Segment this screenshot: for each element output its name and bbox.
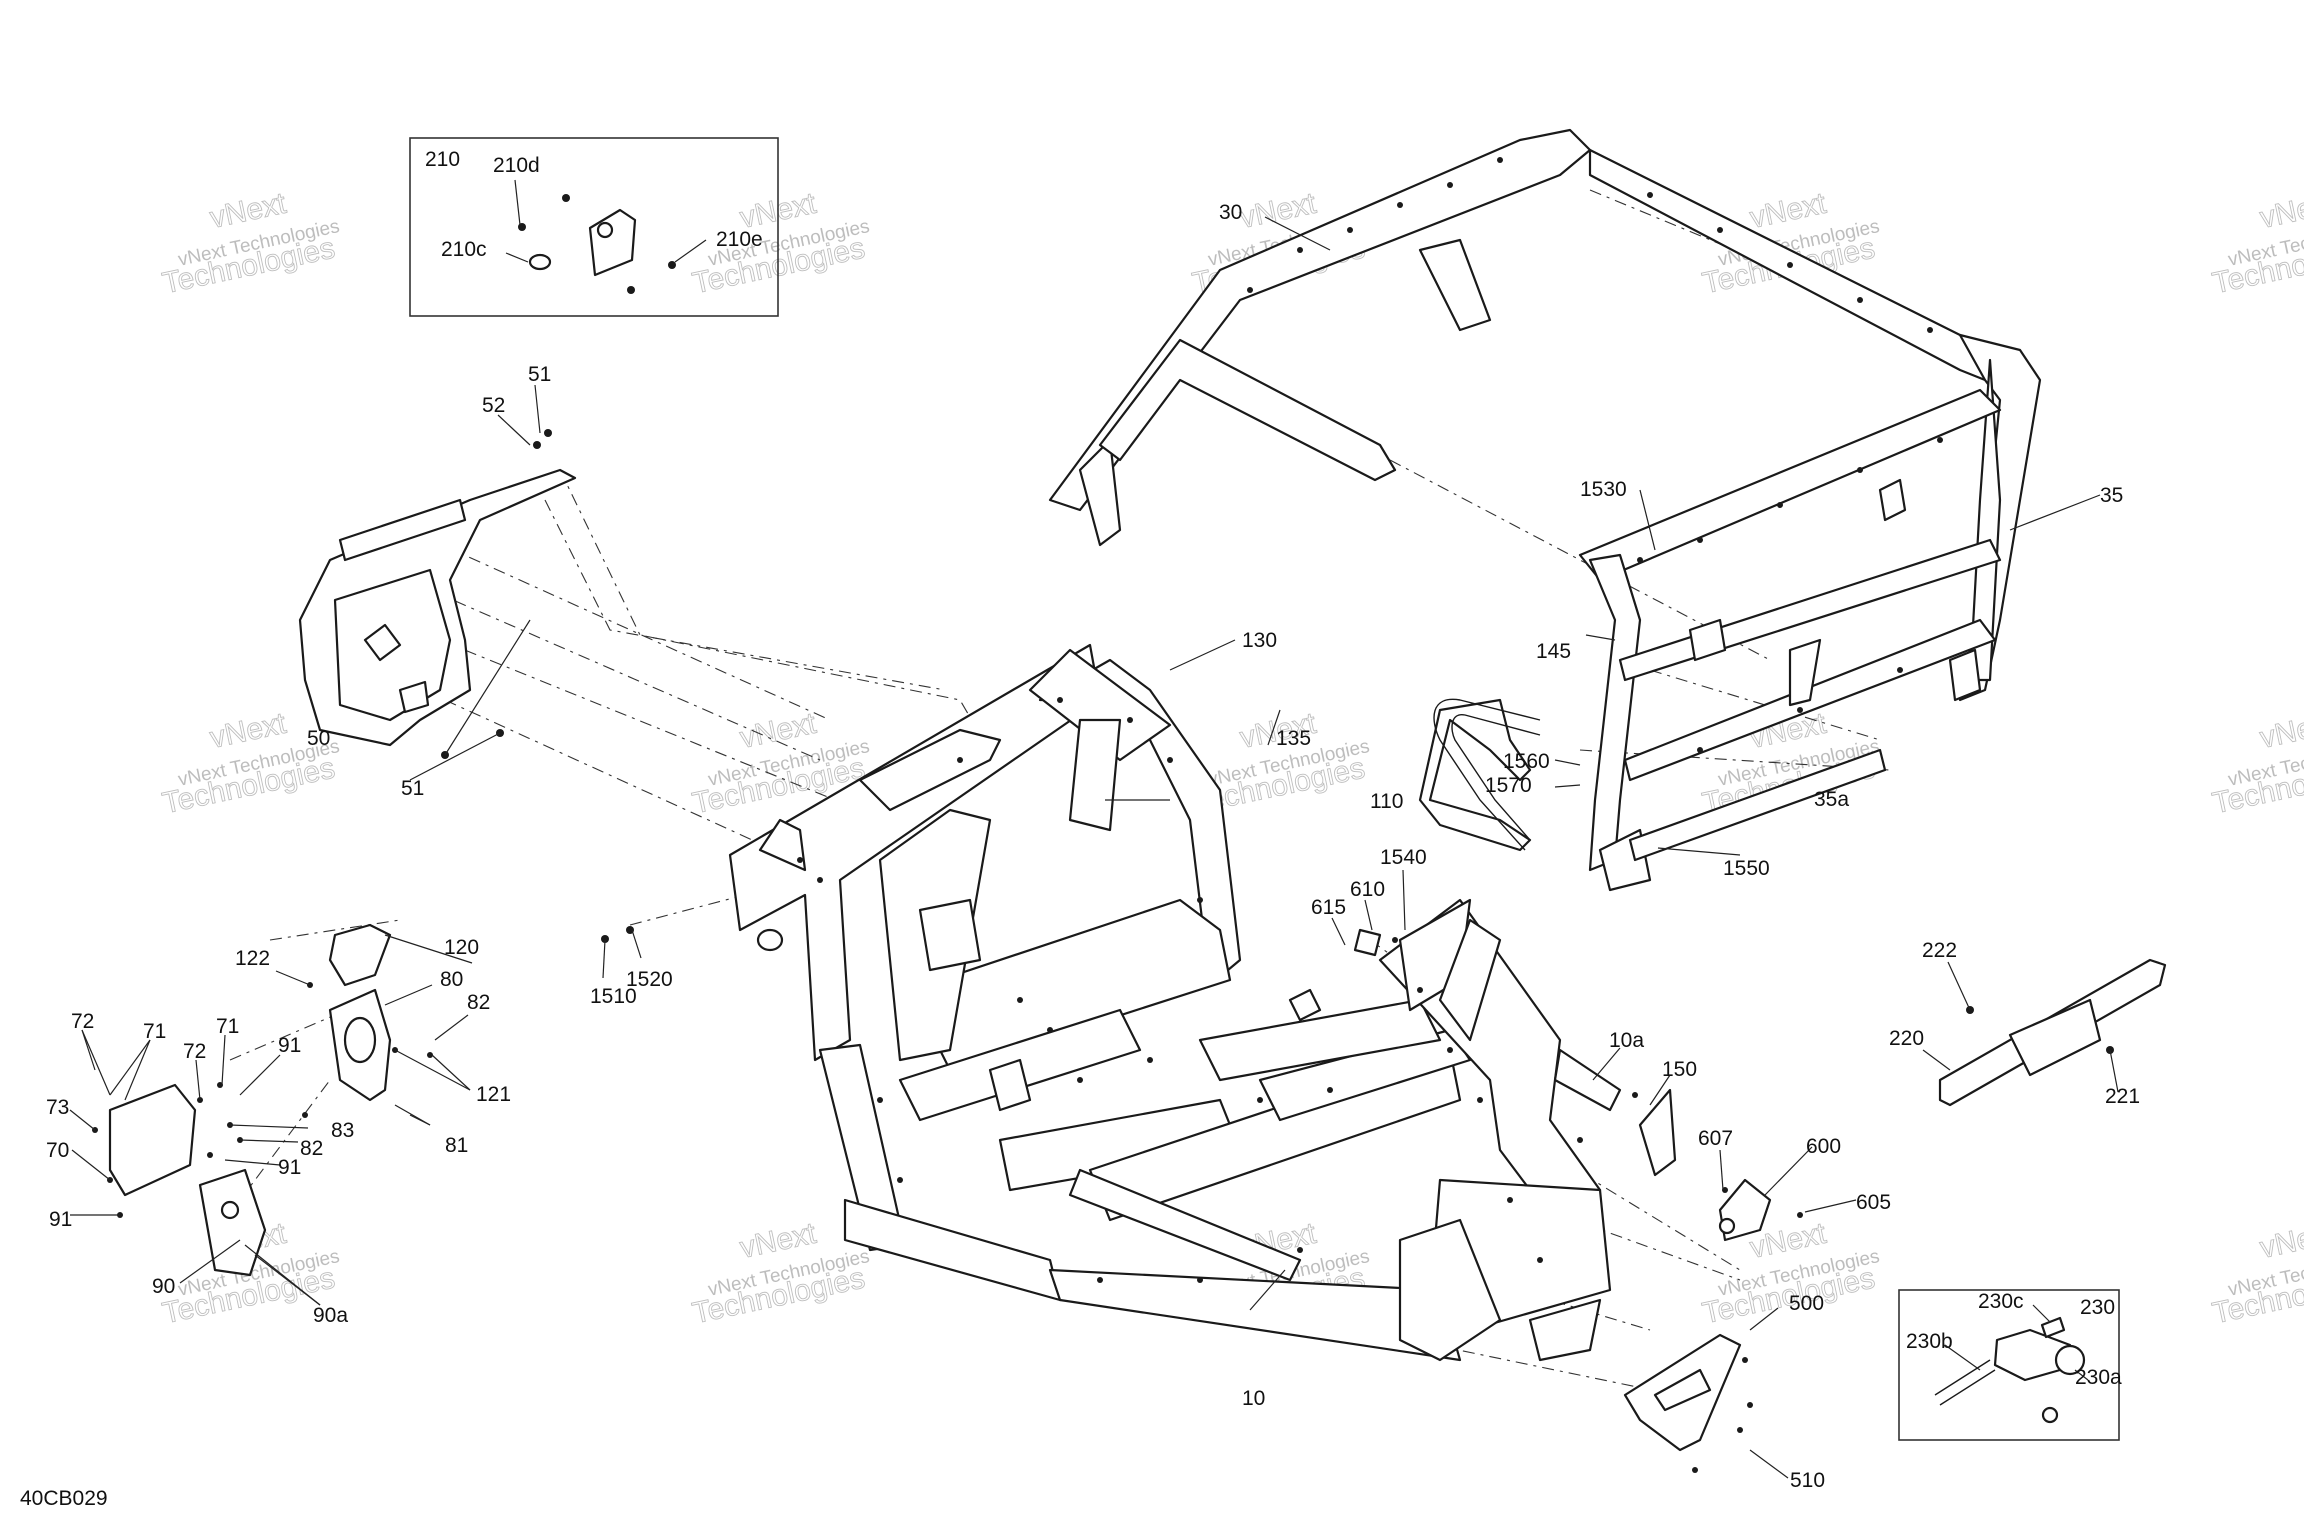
skid-plate	[1938, 958, 2167, 1107]
callout-81: 81	[445, 1134, 468, 1157]
callout-35a: 35a	[1814, 788, 1849, 811]
callout-1540: 1540	[1380, 846, 1427, 869]
callout-91: 91	[278, 1156, 301, 1179]
callout-222: 222	[1922, 939, 1957, 962]
callout-210: 210	[425, 148, 460, 171]
callout-1510: 1510	[590, 985, 637, 1008]
callout-210e: 210e	[716, 228, 763, 251]
diagram-code: 40CB029	[20, 1487, 108, 1510]
frame-holes	[797, 697, 1583, 1283]
callout-150: 150	[1662, 1058, 1697, 1081]
callout-72: 72	[71, 1010, 94, 1033]
callout-71: 71	[216, 1015, 239, 1038]
main-frame	[728, 643, 1622, 1362]
front-bracket	[298, 429, 577, 759]
callout-72: 72	[183, 1040, 206, 1063]
callout-615: 615	[1311, 896, 1346, 919]
callout-221: 221	[2105, 1085, 2140, 1108]
callout-52: 52	[482, 394, 505, 417]
callout-600: 600	[1806, 1135, 1841, 1158]
callout-1550: 1550	[1723, 857, 1770, 880]
rops-cage	[1048, 128, 2042, 892]
callout-120: 120	[444, 936, 479, 959]
callout-51: 51	[528, 363, 551, 386]
callout-50: 50	[307, 727, 330, 750]
callout-605: 605	[1856, 1191, 1891, 1214]
callout-1520: 1520	[626, 968, 673, 991]
callout-labels: 30 35 35a 110 145 1530 1550 1560 1570 21…	[20, 148, 2140, 1510]
callout-210d: 210d	[493, 154, 540, 177]
callout-80: 80	[440, 968, 463, 991]
small-brackets	[92, 923, 1803, 1277]
callout-71: 71	[143, 1020, 166, 1043]
callout-121: 121	[476, 1083, 511, 1106]
callout-210c: 210c	[441, 238, 487, 261]
callout-73: 73	[46, 1096, 69, 1119]
callout-90: 90	[152, 1275, 175, 1298]
callout-500: 500	[1789, 1292, 1824, 1315]
callout-110: 110	[1370, 790, 1403, 813]
svg-text:vNext: vNext	[2257, 707, 2304, 755]
callout-230: 230	[2080, 1296, 2115, 1319]
callout-230c: 230c	[1978, 1290, 2024, 1313]
callout-510: 510	[1790, 1469, 1825, 1492]
svg-text:vNext: vNext	[2257, 187, 2304, 235]
watermark: vNext vNext Technologies Technologies	[1699, 1216, 1881, 1331]
callout-610: 610	[1350, 878, 1385, 901]
callout-30: 30	[1219, 201, 1242, 224]
inset-230	[1898, 1289, 2120, 1441]
callout-51: 51	[401, 777, 424, 800]
watermark: vNext vNext Technologies Technologies	[2209, 706, 2304, 821]
callout-1530: 1530	[1580, 478, 1627, 501]
callout-230b: 230b	[1906, 1330, 1953, 1353]
callout-82: 82	[467, 991, 490, 1014]
watermark: vNext vNext Technologies Technologies	[2209, 1216, 2304, 1331]
callout-1570: 1570	[1485, 774, 1532, 797]
callout-230a: 230a	[2075, 1366, 2122, 1389]
callout-35: 35	[2100, 484, 2123, 507]
callout-145: 145	[1536, 640, 1571, 663]
callout-90a: 90a	[313, 1304, 348, 1327]
callout-10a: 10a	[1609, 1029, 1644, 1052]
callout-91: 91	[49, 1208, 72, 1231]
callout-70: 70	[46, 1139, 69, 1162]
roll-bar	[1433, 698, 1541, 851]
leader-lines	[69, 179, 2119, 1479]
inset-210	[409, 137, 779, 317]
rear-plate	[1623, 1333, 1753, 1473]
cage-holes	[1247, 157, 1943, 753]
callout-82: 82	[300, 1137, 323, 1160]
callout-91: 91	[278, 1034, 301, 1057]
svg-text:vNext: vNext	[2257, 1217, 2304, 1265]
callout-130: 130	[1242, 629, 1277, 652]
watermark: vNext vNext Technologies Technologies	[2209, 186, 2304, 301]
callout-10: 10	[1242, 1387, 1265, 1410]
watermark: vNext vNext Technologies Technologies	[159, 186, 341, 301]
callout-220: 220	[1889, 1027, 1924, 1050]
callout-122: 122	[235, 947, 270, 970]
callout-1560: 1560	[1503, 750, 1550, 773]
callout-607: 607	[1698, 1127, 1733, 1150]
callout-83: 83	[331, 1119, 354, 1142]
callout-135: 135	[1276, 727, 1311, 750]
